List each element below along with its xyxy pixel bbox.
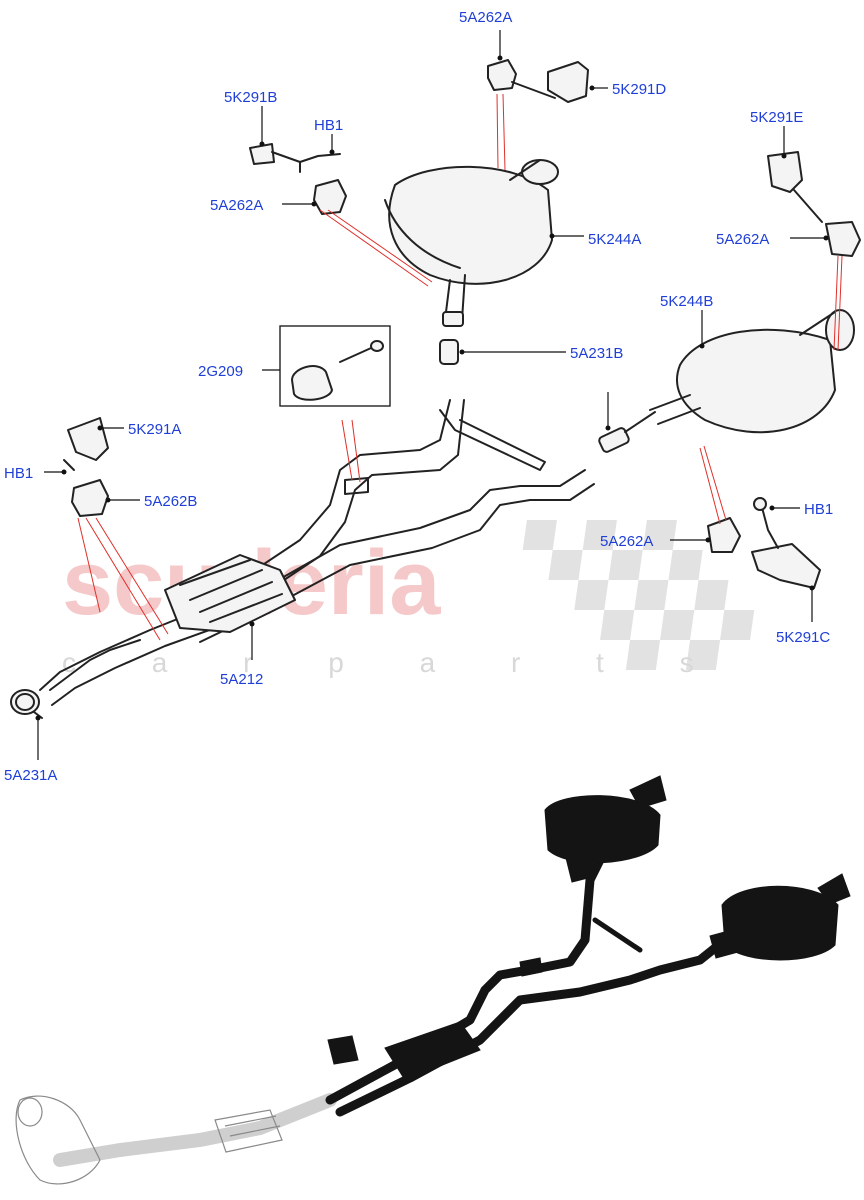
assembled-overview: [15, 775, 851, 1185]
hanger-5a262a-left: [313, 179, 347, 215]
label-hb1-left: HB1: [4, 465, 33, 482]
hanger-5a262a-top: [487, 59, 517, 91]
hanger-5a262a-right: [825, 221, 861, 257]
inset-box-2g209: [279, 325, 391, 407]
label-5a231b: 5A231B: [570, 345, 623, 362]
bracket-5k291b: [249, 143, 341, 173]
sleeve-5a231b-right: [598, 411, 656, 453]
label-5a262b: 5A262B: [144, 493, 197, 510]
label-2g209: 2G209: [198, 363, 243, 380]
bracket-5k291e: [767, 151, 823, 223]
hanger-5a262b: [71, 479, 109, 517]
label-5k244b: 5K244B: [660, 293, 713, 310]
clamp-5a231a: [10, 689, 43, 719]
label-5a262a-right: 5A262A: [716, 231, 769, 248]
label-5k291b: 5K291B: [224, 89, 277, 106]
part-labels: 5A262A 5K291D 5K291B HB1 5A262A 5K291E 5…: [4, 9, 833, 784]
label-5k291d: 5K291D: [612, 81, 666, 98]
label-5k291a: 5K291A: [128, 421, 181, 438]
bracket-5k291d: [511, 61, 589, 103]
upper-exploded-view: 5A262A 5K291D 5K291B HB1 5A262A 5K291E 5…: [4, 9, 861, 784]
label-hb1-top: HB1: [314, 117, 343, 134]
label-5a262a-top: 5A262A: [459, 9, 512, 26]
label-5a231a: 5A231A: [4, 767, 57, 784]
black-leader-lines: [35, 30, 829, 760]
checkered-flag-watermark: [522, 520, 755, 670]
label-5k291e: 5K291E: [750, 109, 803, 126]
hanger-5a262a-bottom: [707, 517, 741, 553]
label-5a262a-bottom: 5A262A: [600, 533, 653, 550]
label-5a262a-left: 5A262A: [210, 197, 263, 214]
front-section-grey: [15, 1093, 337, 1185]
bracket-5k291a: [63, 417, 109, 471]
label-5k291c: 5K291C: [776, 629, 830, 646]
front-pipe-5a212: [39, 399, 595, 706]
red-leader-lines: [77, 93, 843, 641]
watermark-sub: c a r p a r t s: [62, 647, 728, 678]
bracket-5k291c: [751, 497, 821, 589]
sleeve-5a231b-upper: [439, 339, 459, 365]
label-5k244a: 5K244A: [588, 231, 641, 248]
rear-muffler-5k244b: [649, 309, 855, 434]
catalytic-converter: [164, 554, 296, 633]
label-5a212: 5A212: [220, 671, 263, 688]
rear-muffler-5k244a: [384, 159, 559, 327]
rear-section-dark: [325, 775, 851, 1117]
label-hb1-right: HB1: [804, 501, 833, 518]
